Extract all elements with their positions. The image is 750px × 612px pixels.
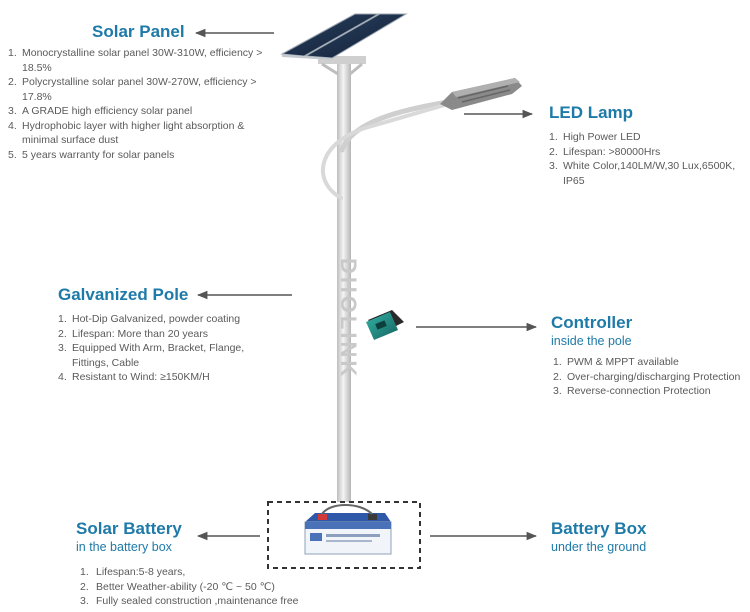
solar-panels <box>280 13 408 60</box>
list-item: 5.5 years warranty for solar panels <box>8 148 175 161</box>
list-item: 3.Fully sealed construction ,maintenance… <box>80 595 299 607</box>
led-lamp-head <box>440 78 522 110</box>
led-lamp-list: 1.High Power LED 2.Lifespan: >80000Hrs 3… <box>549 130 744 188</box>
controller-subtitle: inside the pole <box>551 334 632 348</box>
list-item: 2.Over-charging/discharging Protection <box>553 370 741 383</box>
led-lamp-title: LED Lamp <box>549 103 634 122</box>
galvanized-pole-title: Galvanized Pole <box>58 285 189 304</box>
solar-battery-title: Solar Battery <box>76 519 182 538</box>
list-item: 2.Polycrystalline solar panel 30W-270W, … <box>8 76 257 103</box>
controller-device <box>366 310 404 340</box>
pole <box>337 62 351 502</box>
list-item: 3.Equipped With Arm, Bracket, Flange, Fi… <box>58 342 245 369</box>
list-item: 4.Resistant to Wind: ≥150KM/H <box>58 371 210 383</box>
list-item: 1.Hot-Dip Galvanized, powder coating <box>58 313 241 325</box>
list-item: 2.Better Weather-ability (-20 ℃ ~ 50 ℃) <box>80 580 275 593</box>
list-item: 4.Hydrophobic layer with higher light ab… <box>8 119 245 147</box>
galvanized-pole-list: 1.Hot-Dip Galvanized, powder coating 2.L… <box>58 312 248 385</box>
list-item: 2.Lifespan: More than 20 years <box>58 327 208 340</box>
controller-title: Controller <box>551 313 633 332</box>
list-item: 3.A GRADE high efficiency solar panel <box>8 105 193 117</box>
list-item: 1.PWM & MPPT available <box>553 356 679 368</box>
solar-battery-subtitle: in the battery box <box>76 540 172 554</box>
list-item: 3.Reverse-connection Protection <box>553 385 711 397</box>
list-item: 1.Lifespan:5-8 years, <box>80 566 186 578</box>
panel-bracket <box>318 56 366 76</box>
list-item: 1.High Power LED <box>549 131 641 143</box>
battery-box-subtitle: under the ground <box>551 540 647 554</box>
solar-battery-list: 1.Lifespan:5-8 years, 2.Better Weather-a… <box>80 565 320 609</box>
lamp-arm-lower <box>321 102 450 200</box>
list-item: 2.Lifespan: >80000Hrs <box>549 145 661 158</box>
controller-list: 1.PWM & MPPT available 2.Over-charging/d… <box>553 355 743 399</box>
list-item: 1.Monocrystalline solar panel 30W-310W, … <box>8 47 263 74</box>
lamp-arm-upper <box>339 99 451 153</box>
list-item: 3.White Color,140LM/W,30 Lux,6500K, IP65 <box>549 160 736 187</box>
battery-box-title: Battery Box <box>551 519 647 538</box>
battery <box>304 504 392 555</box>
solar-panel-list: 1.Monocrystalline solar panel 30W-310W, … <box>8 46 278 162</box>
solar-panel-title: Solar Panel <box>92 22 185 41</box>
battery-box-outline <box>267 501 421 569</box>
pole-watermark: DHOLINK <box>336 258 361 379</box>
